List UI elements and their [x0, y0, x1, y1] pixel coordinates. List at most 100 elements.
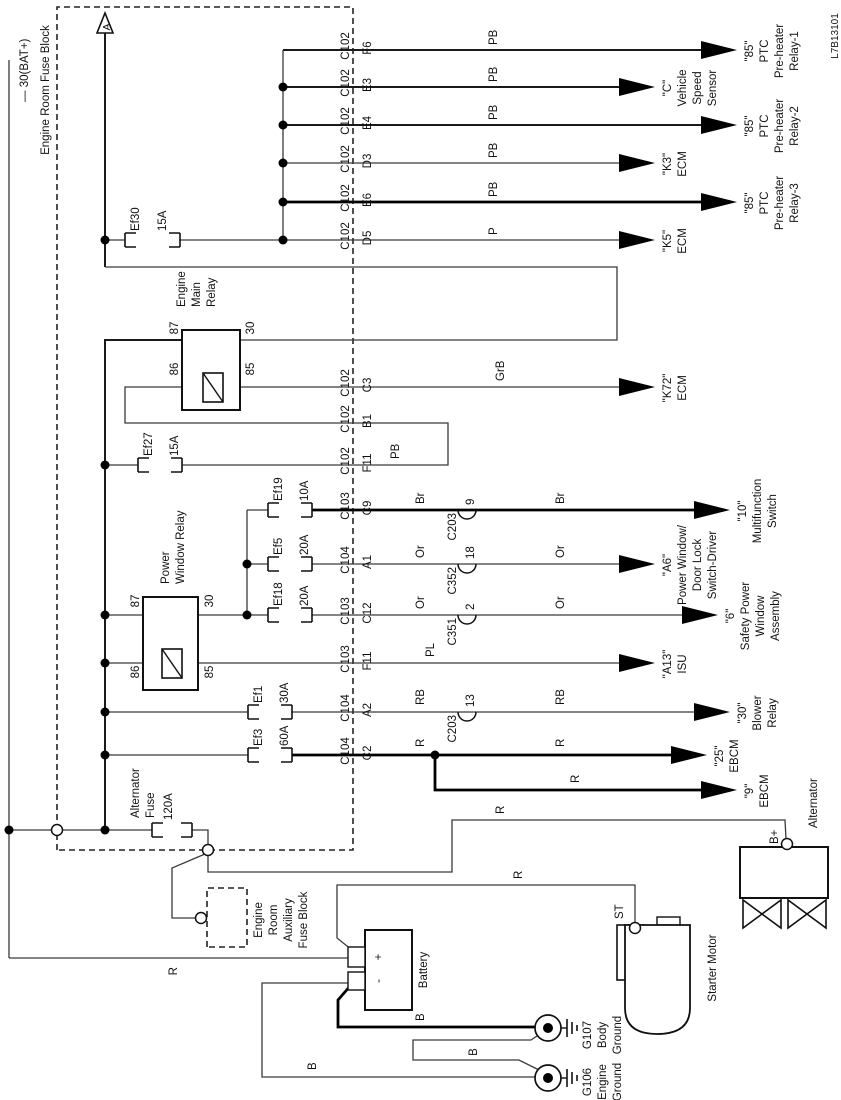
label: PB	[488, 181, 500, 197]
label: ECM	[677, 151, 689, 177]
alt-pulley-2b	[805, 898, 827, 930]
label: 86	[130, 666, 142, 679]
label: "85"	[744, 193, 756, 214]
label: Engine	[176, 271, 188, 307]
label: Alternator	[130, 768, 142, 818]
label: 15A	[169, 435, 181, 456]
label: Relay-3	[789, 183, 801, 223]
label: 2	[465, 604, 477, 610]
label: GrB	[495, 360, 507, 381]
engine-room-fuse-block	[56, 6, 354, 851]
label: 30A	[279, 682, 291, 703]
label: 9	[465, 499, 477, 505]
label: Main	[191, 282, 203, 307]
coil-diagonal	[202, 372, 224, 403]
junction-dot	[430, 750, 440, 760]
label: RB	[555, 689, 567, 705]
label: C103	[340, 597, 352, 625]
label: Or	[415, 596, 427, 609]
label: ECM	[677, 228, 689, 254]
label: Switch	[767, 494, 779, 528]
label: C102	[340, 107, 352, 135]
label: Body	[597, 1022, 609, 1048]
arrowhead	[694, 703, 730, 721]
label: PTC	[759, 192, 771, 215]
label: Safety Power	[740, 582, 752, 651]
label: "A13"	[662, 650, 674, 679]
label: C102	[340, 447, 352, 475]
aux-block-feed	[171, 853, 206, 919]
label: Ef27	[143, 432, 155, 456]
label: F11	[362, 454, 374, 473]
alt-pulley-1b	[760, 898, 782, 930]
label: 120A	[163, 793, 175, 820]
label: 13	[465, 694, 477, 707]
label: Pre-heater	[774, 99, 786, 154]
label: Engine Room Fuse Block	[40, 25, 52, 155]
label: PB	[488, 66, 500, 82]
fuse-ef5-symbol	[267, 556, 313, 572]
label: C351	[447, 618, 459, 646]
label: — 30(BAT+)	[19, 38, 31, 102]
label: Pre-heater	[774, 24, 786, 79]
junction-dot	[100, 460, 110, 470]
label: Window Relay	[175, 510, 187, 584]
junction-dot	[242, 610, 252, 620]
label: Ef30	[130, 207, 142, 231]
bat-neg-to-g107-b	[336, 984, 536, 1029]
label: PB	[488, 29, 500, 45]
label: "K5"	[662, 230, 674, 252]
label: ECM	[677, 375, 689, 401]
fuse-ef3-symbol	[247, 747, 293, 763]
terminal-circle	[194, 911, 208, 925]
junction-dot	[4, 825, 14, 835]
label: C103	[340, 492, 352, 520]
label: R	[570, 775, 582, 783]
label: 87	[130, 595, 142, 608]
label: Blower	[752, 695, 764, 730]
label: RB	[415, 689, 427, 705]
junction-dot	[278, 197, 288, 207]
alt-pulley-2a	[787, 898, 809, 930]
arrowhead	[701, 116, 737, 134]
arrowhead	[619, 654, 655, 672]
label: "K3"	[662, 153, 674, 175]
label: "85"	[744, 41, 756, 62]
label: 20A	[299, 534, 311, 555]
label: Window	[755, 595, 767, 637]
label: C3	[362, 378, 374, 393]
label: "C"	[662, 80, 674, 96]
ground-strap-b	[412, 1033, 541, 1071]
label: "A6"	[662, 554, 674, 576]
label: PTC	[759, 115, 771, 138]
arrowhead	[619, 154, 655, 172]
alt-pulley-1a	[742, 898, 764, 930]
starter-st-feed-r	[336, 884, 636, 951]
battery-neg-tab	[347, 971, 366, 991]
arrowhead	[682, 606, 718, 624]
label: 85	[204, 666, 216, 679]
label: Relay-1	[789, 31, 801, 71]
label: C102	[340, 222, 352, 250]
label: F6	[362, 41, 374, 54]
label: Ef18	[273, 582, 285, 606]
label: B	[468, 1048, 480, 1056]
label: E3	[362, 78, 374, 92]
junction-dot	[100, 658, 110, 668]
terminal-circle	[780, 837, 794, 851]
label: 87	[169, 322, 181, 335]
starter-motor-body	[624, 924, 691, 1035]
label: D3	[362, 154, 374, 169]
arrowhead	[619, 78, 655, 96]
label: A1	[362, 555, 374, 569]
label: EBCM	[729, 739, 741, 772]
label: D5	[362, 231, 374, 246]
label: B	[415, 1013, 427, 1021]
label: Switch-Driver	[707, 531, 719, 600]
label: PB	[390, 443, 402, 459]
label: C104	[340, 546, 352, 574]
label: C102	[340, 69, 352, 97]
label: C102	[340, 405, 352, 433]
